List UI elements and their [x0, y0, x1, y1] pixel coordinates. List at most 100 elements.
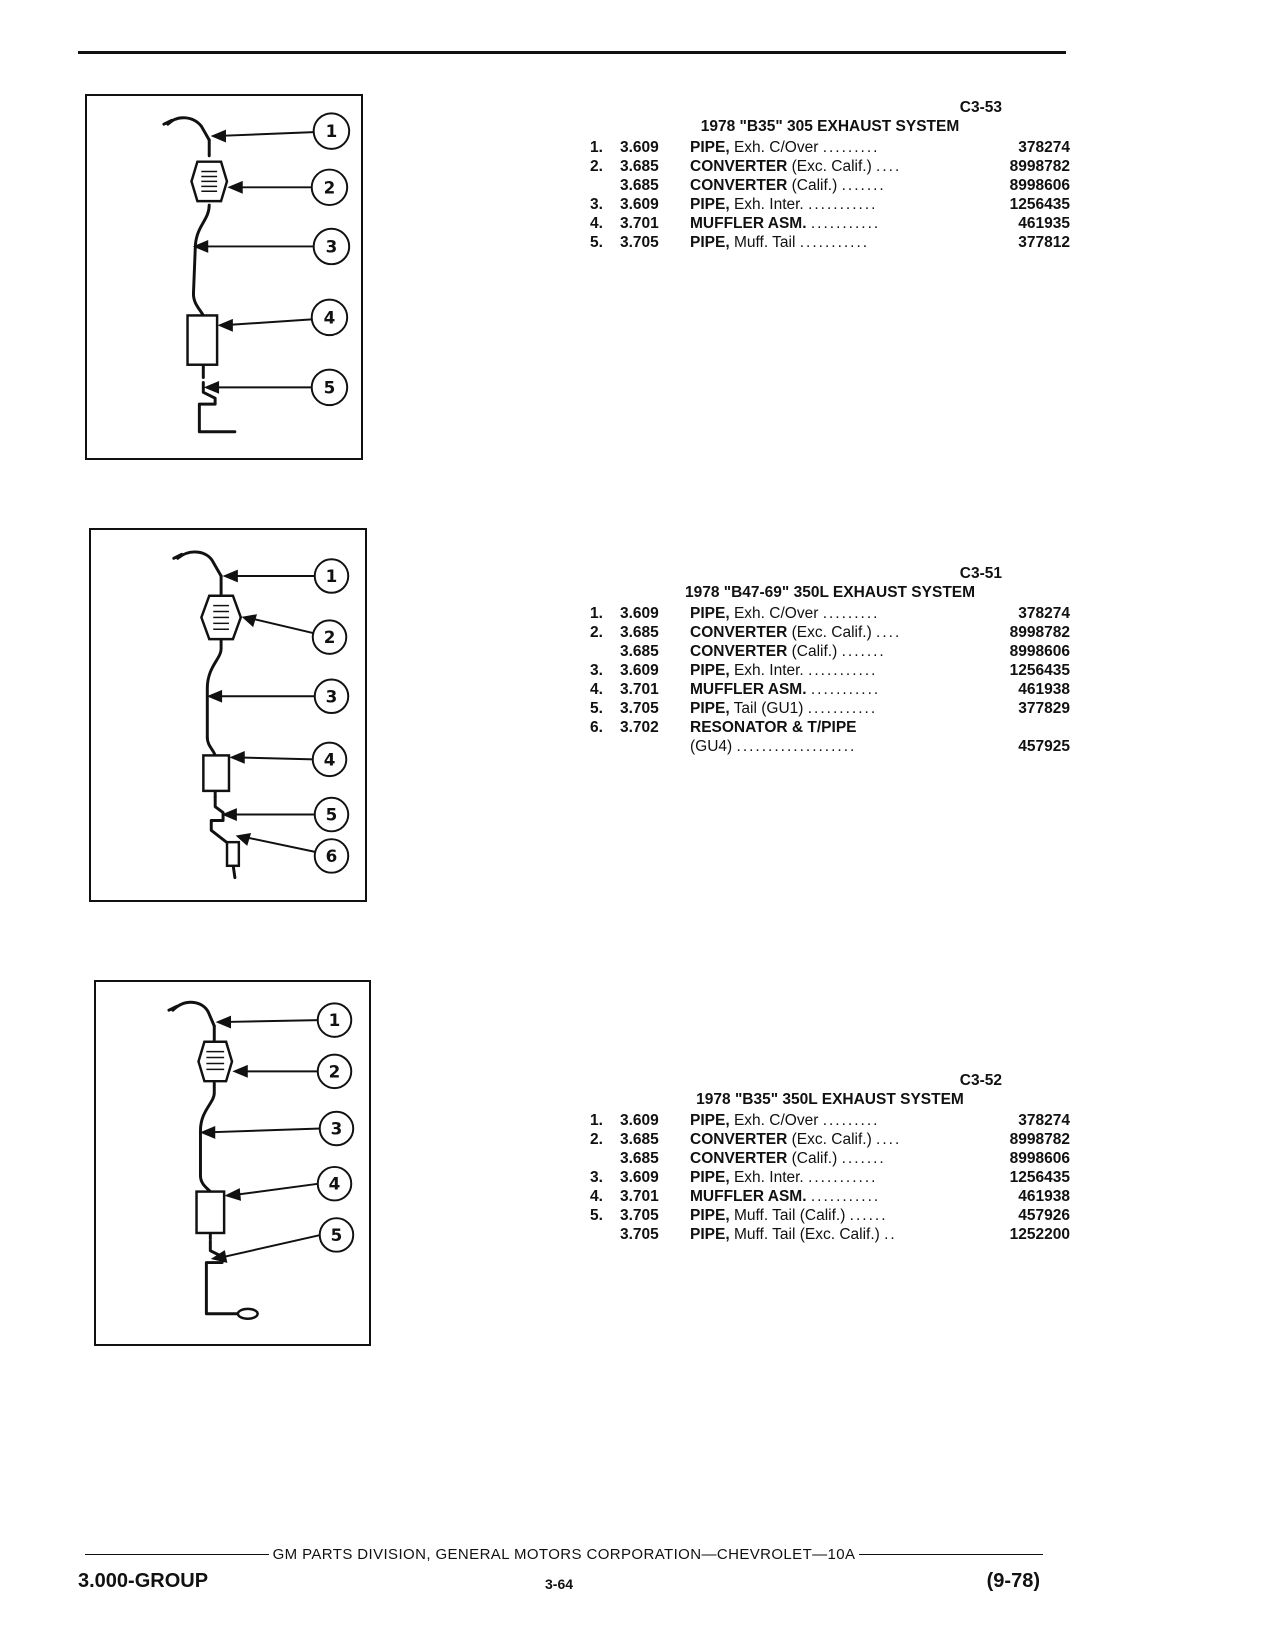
part-name: PIPE, [690, 662, 730, 679]
part-description: PIPE, Exh. C/Over ......... [690, 1111, 975, 1130]
group-number: 3.609 [620, 1112, 659, 1129]
item-number: 4. [590, 681, 603, 698]
part-description: CONVERTER (Exc. Calif.) .... [690, 157, 975, 176]
leader-dots: .... [876, 1131, 902, 1148]
part-description: CONVERTER (Calif.) ....... [690, 642, 975, 661]
part-number: 378274 [1018, 1112, 1070, 1129]
parts-list-c3-53: C3-53 1978 "B35" 305 EXHAUST SYSTEM 1.3.… [590, 98, 1070, 252]
item-number [590, 1149, 620, 1168]
section-title: 1978 "B47-69" 350L EXHAUST SYSTEM [684, 584, 976, 601]
item-number: 5. [590, 1207, 603, 1224]
part-number [975, 718, 1070, 737]
group-number: 3.701 [620, 1188, 659, 1205]
svg-text:3: 3 [326, 686, 338, 706]
group-number: 3.609 [620, 196, 659, 213]
item-number: 5. [590, 234, 603, 251]
part-description: CONVERTER (Calif.) ....... [690, 176, 975, 195]
callout-2: 2 [310, 168, 349, 207]
item-number: 1. [590, 1112, 603, 1129]
callout-4: 4 [310, 298, 349, 337]
svg-text:6: 6 [326, 846, 338, 866]
part-number: 8998782 [1009, 1131, 1070, 1148]
part-row: 3.685 CONVERTER (Calif.) ....... 8998606 [590, 1149, 1070, 1168]
svg-text:1: 1 [326, 566, 338, 586]
part-number: 378274 [1018, 139, 1070, 156]
footer-publisher-line: GM PARTS DIVISION, GENERAL MOTORS CORPOR… [85, 1546, 1043, 1563]
part-detail: Tail (GU1) [733, 700, 804, 717]
part-description: PIPE, Exh. C/Over ......... [690, 604, 975, 623]
group-number: 3.685 [620, 1150, 659, 1167]
group-number: 3.685 [620, 177, 659, 194]
part-name: PIPE, [690, 1112, 730, 1129]
leader-dots: ....... [841, 177, 886, 194]
part-number: 377812 [1018, 234, 1070, 251]
part-description: MUFFLER ASM. ........... [690, 680, 975, 699]
part-detail: Exh. Inter. [733, 196, 804, 213]
group-number: 3.705 [620, 700, 659, 717]
publisher-text: GM PARTS DIVISION, GENERAL MOTORS CORPOR… [272, 1546, 856, 1563]
part-number: 377829 [1018, 700, 1070, 717]
part-description: RESONATOR & T/PIPE [690, 718, 975, 737]
part-detail: (Calif.) [791, 643, 838, 660]
part-number: 8998782 [1009, 624, 1070, 641]
svg-text:1: 1 [326, 121, 338, 141]
part-row: 1. 3.609 PIPE, Exh. C/Over ......... 378274 [590, 1111, 1070, 1130]
part-description: MUFFLER ASM. ........... [690, 1187, 975, 1206]
exhaust-diagram-c3-52: 1 2 3 4 5 [94, 980, 371, 1346]
leader-dots: ......... [822, 605, 880, 622]
group-number: 3.685 [620, 643, 659, 660]
part-name: PIPE, [690, 1226, 730, 1243]
part-description: PIPE, Exh. Inter. ........... [690, 1168, 975, 1187]
callout-1: 1 [312, 112, 351, 150]
item-number: 2. [590, 624, 603, 641]
leader-dots: ........... [810, 215, 881, 232]
part-number: 1256435 [1009, 196, 1070, 213]
part-description: PIPE, Tail (GU1) ........... [690, 699, 975, 718]
svg-text:2: 2 [324, 177, 336, 197]
part-row: 6. 3.702 RESONATOR & T/PIPE [590, 718, 1070, 737]
part-name: MUFFLER ASM. [690, 681, 807, 698]
callout-4: 4 [311, 741, 348, 778]
part-detail: Exh. C/Over [733, 605, 819, 622]
part-detail: (Calif.) [791, 1150, 838, 1167]
part-number: 8998606 [1009, 1150, 1070, 1167]
svg-text:3: 3 [326, 236, 338, 256]
item-number [590, 1225, 620, 1244]
group-number: 3.702 [620, 719, 659, 736]
part-number: 1256435 [1009, 662, 1070, 679]
part-description: CONVERTER (Exc. Calif.) .... [690, 623, 975, 642]
svg-text:4: 4 [324, 749, 336, 769]
svg-text:2: 2 [324, 627, 336, 647]
top-rule [78, 51, 1066, 54]
part-name: PIPE, [690, 139, 730, 156]
leader-dots: ....... [841, 1150, 886, 1167]
group-number: 3.609 [620, 1169, 659, 1186]
group-number: 3.685 [620, 1131, 659, 1148]
page-number: 3-64 [545, 1576, 574, 1592]
leader-dots: ........... [810, 1188, 881, 1205]
part-description: CONVERTER (Calif.) ....... [690, 1149, 975, 1168]
leader-dots: ........... [807, 700, 878, 717]
part-number: 8998782 [1009, 158, 1070, 175]
part-detail: (Exc. Calif.) [791, 158, 872, 175]
callout-3: 3 [318, 1110, 355, 1147]
part-detail: Exh. C/Over [733, 1112, 819, 1129]
item-number: 6. [590, 719, 603, 736]
part-number: 1252200 [1009, 1226, 1070, 1243]
section-title: 1978 "B35" 305 EXHAUST SYSTEM [700, 118, 960, 135]
item-number: 1. [590, 139, 603, 156]
svg-text:3: 3 [331, 1119, 343, 1139]
part-detail: Muff. Tail (Calif.) [733, 1207, 846, 1224]
leader-dots: ......... [822, 1112, 880, 1129]
footer-rule-left [85, 1553, 269, 1556]
